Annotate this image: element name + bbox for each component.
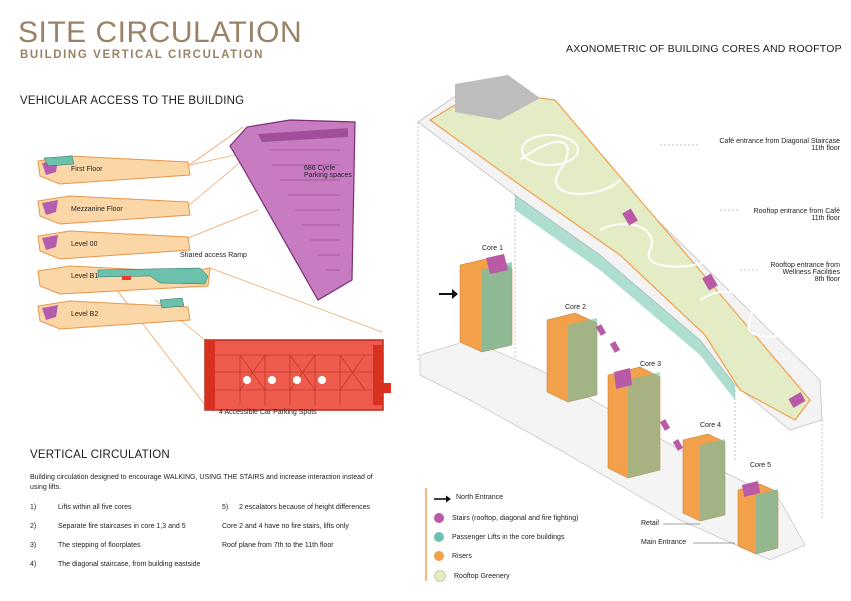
rooftop-cafe-annotation: Rooftop entrance from Café 11th floor [753, 208, 840, 222]
list-item: The diagonal staircase, from building ea… [58, 561, 201, 568]
legend-item-lifts: Passenger Lifts in the core buildings [434, 532, 564, 542]
floor-mezzanine [37, 195, 191, 225]
floor-levelb1-car [122, 276, 131, 280]
list-item: Lifts within all five cores [58, 504, 132, 511]
cafe-annotation: Café entrance from Diagonal Staircase 11… [719, 138, 840, 152]
core-5 [737, 481, 779, 555]
floor-label: Level B1 [71, 273, 99, 280]
floor-label: Mezzanine Floor [71, 206, 123, 213]
list-item: Separate fire staircases in core 1,3 and… [58, 523, 186, 530]
floor-label: Level 00 [71, 241, 98, 248]
core-label: Core 1 [482, 245, 504, 252]
page-subtitle: BUILDING VERTICAL CIRCULATION [20, 49, 265, 61]
floor-label: First Floor [71, 166, 103, 173]
list-item: Roof plane from 7th to the 11th floor [222, 542, 334, 549]
floor-levelb2-core [42, 305, 58, 320]
floor-levelb1-core [159, 297, 185, 309]
core-label: Core 4 [700, 422, 722, 429]
legend-item-risers: Risers [434, 551, 472, 561]
floor-plates [37, 155, 211, 330]
vertical-intro: Building circulation designed to encoura… [30, 474, 373, 491]
vehicular-heading: VEHICULAR ACCESS TO THE BUILDING [20, 95, 245, 107]
axonometric-title: AXONOMETRIC OF BUILDING CORES AND ROOFTO… [566, 43, 842, 55]
car-parking-label: 4 Accessible Car Parking Spots [219, 409, 317, 416]
legend-label: Rooftop Greenery [454, 572, 510, 580]
floor-level00 [37, 230, 191, 260]
core-2 [546, 312, 598, 403]
ramp-label: Shared access Ramp [180, 252, 247, 259]
core-label: Core 2 [565, 304, 587, 311]
rooftop-wellness-annotation: Rooftop entrance from Wellness Facilitie… [770, 262, 840, 283]
floor-level00-core [42, 235, 58, 250]
lifts-swatch-icon [434, 532, 444, 542]
floor-first-ramp [43, 155, 75, 167]
core-label: Core 3 [640, 361, 662, 368]
core-4 [682, 433, 726, 522]
legend-label: North Entrance [456, 494, 504, 501]
core-buildings [459, 254, 779, 555]
floor-mezzanine-core [42, 200, 58, 215]
list-item: Core 2 and 4 have no fire stairs, lifts … [222, 523, 349, 530]
cycle-parking-label: 686 Cycle Parking spaces [304, 165, 352, 179]
entrance-leaders [663, 523, 735, 544]
core-1 [459, 254, 513, 353]
retail-label: Retail [641, 520, 659, 527]
wheelchair-icons [243, 376, 326, 384]
floor-levelb1-ramp [97, 267, 209, 285]
core-label: Core 5 [750, 462, 772, 469]
list-num: 2) [30, 523, 37, 530]
legend-item-greenery: Rooftop Greenery [434, 570, 510, 582]
rooftop-axonometric [417, 75, 823, 431]
list-num: 4) [30, 561, 37, 568]
floor-label: Level B2 [71, 311, 99, 318]
legend-item-north-entrance: North Entrance [456, 494, 503, 501]
list-num: 3) [30, 542, 37, 549]
vertical-heading: VERTICAL CIRCULATION [30, 449, 170, 461]
legend-line [425, 488, 451, 581]
diagonal-staircase [595, 324, 684, 451]
risers-swatch-icon [434, 551, 444, 561]
floor-levelb2 [37, 300, 191, 330]
main-entrance-label: Main Entrance [641, 539, 687, 546]
legend-label: Passenger Lifts in the core buildings [452, 533, 565, 541]
north-entrance-arrow [439, 289, 458, 299]
list-num: 5) [222, 504, 229, 511]
cycle-parking-plan [229, 119, 356, 301]
car-parking-plan [204, 339, 391, 411]
legend-label: Risers [452, 552, 472, 560]
core-3 [607, 366, 661, 479]
list-num: 1) [30, 504, 37, 511]
list-item: The stepping of floorplates [58, 542, 141, 549]
greenery-swatch-icon [434, 570, 446, 582]
legend-item-stairs: Stairs (rooftop, diagonal and fire fight… [434, 513, 578, 523]
list-item: 2 escalators because of height differenc… [239, 504, 371, 511]
legend-label: Stairs (rooftop, diagonal and fire fight… [452, 514, 579, 522]
axo-guides [417, 122, 823, 520]
stairs-swatch-icon [434, 513, 444, 523]
page-title: SITE CIRCULATION [18, 16, 303, 49]
